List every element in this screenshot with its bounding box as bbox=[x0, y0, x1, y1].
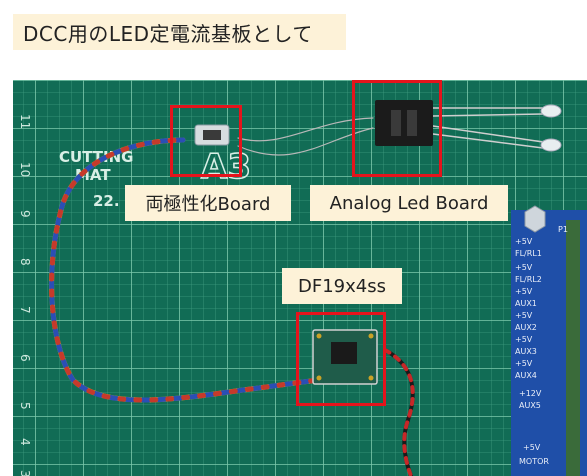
ruler-6: 6 bbox=[18, 354, 32, 362]
ruler-4: 4 bbox=[18, 438, 32, 446]
pin-label: MOTOR bbox=[519, 457, 549, 466]
ruler-11: 11 bbox=[18, 114, 32, 129]
pin-label: AUX2 bbox=[515, 323, 537, 332]
highlight-box-bipolar bbox=[170, 105, 242, 177]
ruler-5: 5 bbox=[18, 402, 32, 410]
bipolar-board bbox=[194, 124, 230, 146]
pin-label: +5V bbox=[515, 359, 533, 368]
ruler-7: 7 bbox=[18, 306, 32, 314]
pin-label: +5V bbox=[515, 237, 533, 246]
pin-label: +5V bbox=[523, 443, 541, 452]
label-analog-text: Analog Led Board bbox=[329, 192, 489, 214]
label-bipolar-board: 両極性化Board bbox=[125, 185, 291, 221]
pin-label: AUX4 bbox=[515, 371, 537, 380]
pin-label: FL/RL2 bbox=[515, 275, 542, 284]
label-analog-led-board: Analog Led Board bbox=[310, 185, 508, 221]
ruler-numbers: 11 10 9 8 7 6 5 4 3 bbox=[18, 114, 32, 476]
pin-label: AUX1 bbox=[515, 299, 537, 308]
label-bipolar-text: 両極性化Board bbox=[145, 194, 271, 215]
pin-label: AUX5 bbox=[519, 401, 541, 410]
ruler-10: 10 bbox=[18, 162, 32, 177]
ruler-3: 3 bbox=[18, 470, 32, 476]
pin-label: +12V bbox=[519, 389, 542, 398]
pin-label: +5V bbox=[515, 335, 533, 344]
title-banner: DCC用のLED定電流基板として bbox=[13, 14, 346, 50]
pin-label: +5V bbox=[515, 263, 533, 272]
title-text: DCC用のLED定電流基板として bbox=[23, 21, 313, 46]
analog-led-board bbox=[375, 100, 433, 146]
ruler-8: 8 bbox=[18, 258, 32, 266]
label-df-text: DF19x4ss bbox=[298, 275, 386, 297]
pcb-header-label: P1 bbox=[558, 225, 568, 234]
pin-label: FL/RL1 bbox=[515, 249, 542, 258]
df19-board bbox=[312, 329, 378, 385]
pin-label: AUX3 bbox=[515, 347, 537, 356]
ruler-9: 9 bbox=[18, 210, 32, 218]
pin-label: +5V bbox=[515, 311, 533, 320]
label-df19: DF19x4ss bbox=[282, 268, 402, 304]
pin-label: +5V bbox=[515, 287, 533, 296]
mat-text-num: 22. bbox=[93, 192, 120, 210]
decoder-pcb: P1 +5V FL/RL1 +5V FL/RL2 +5V AUX1 +5V AU… bbox=[511, 205, 587, 476]
led-pair bbox=[540, 104, 562, 152]
wire-harness bbox=[49, 107, 544, 476]
highlight-box-df bbox=[296, 312, 386, 406]
mat-badge: A3 bbox=[201, 147, 251, 187]
highlight-box-analog bbox=[352, 80, 442, 177]
mat-print: CUTTING MAT 22. A3 bbox=[59, 146, 252, 210]
